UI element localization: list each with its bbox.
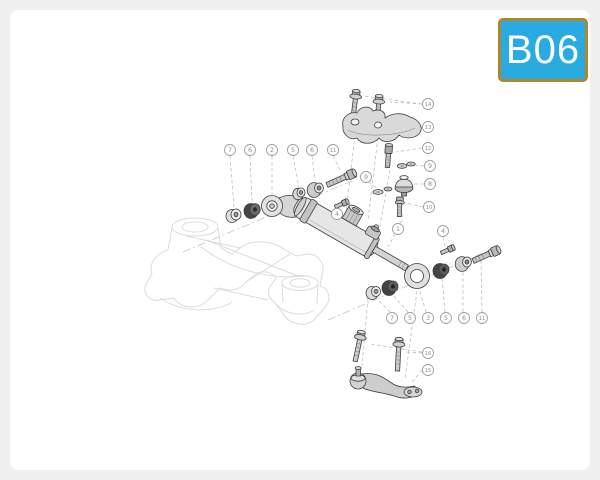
callout-6[interactable]: 6 [306, 144, 318, 156]
callout-10[interactable]: 10 [423, 201, 435, 213]
svg-text:6: 6 [462, 314, 466, 322]
callout-11[interactable]: 11 [327, 144, 339, 156]
svg-text:6: 6 [310, 146, 314, 154]
callout-6[interactable]: 6 [458, 312, 470, 324]
callout-5[interactable]: 5 [404, 312, 416, 324]
part-shaft-eye-3 [404, 263, 430, 289]
part-bolt-4-right [439, 244, 456, 256]
diagram-card [10, 10, 590, 470]
part-washer-7-left [225, 208, 242, 223]
svg-text:10: 10 [426, 205, 433, 211]
svg-text:15: 15 [425, 368, 432, 374]
svg-text:8: 8 [428, 180, 432, 188]
svg-text:16: 16 [425, 351, 432, 357]
part-bushing-5-right [432, 263, 450, 279]
svg-text:4: 4 [335, 210, 339, 218]
subframe-wireframe [144, 217, 330, 325]
part-damper-eye-2 [261, 195, 304, 218]
part-bushing-6-left [243, 203, 261, 219]
part-washers-9-left [372, 186, 393, 195]
callout-7[interactable]: 7 [386, 312, 398, 324]
part-bolt-12 [384, 142, 393, 168]
part-washer-5-left [292, 187, 306, 201]
part-washers-9-right [396, 161, 416, 169]
part-bolt-10 [394, 196, 405, 217]
part-bolt-11-left [325, 168, 358, 188]
callout-7[interactable]: 7 [224, 144, 236, 156]
part-bushing-5-bottom [381, 280, 399, 296]
callout-6[interactable]: 6 [244, 144, 256, 156]
part-pitman-arm-15 [349, 366, 423, 399]
page-code-label: B06 [505, 28, 581, 72]
svg-text:5: 5 [408, 314, 412, 322]
callout-5[interactable]: 5 [287, 144, 299, 156]
page-code-badge: B06 [498, 18, 588, 82]
svg-text:14: 14 [425, 102, 432, 108]
part-bolt-16b [392, 336, 406, 372]
part-bushing-6-right [454, 256, 472, 272]
callout-2[interactable]: 2 [266, 144, 278, 156]
callout-9[interactable]: 9 [360, 171, 372, 183]
part-bolt-4-left [333, 198, 350, 210]
callout-8[interactable]: 8 [424, 178, 436, 190]
svg-text:4: 4 [441, 227, 445, 235]
part-washer-7-bottom [365, 286, 381, 300]
part-ball-joint-8 [394, 175, 414, 197]
svg-text:7: 7 [390, 314, 394, 322]
callout-9[interactable]: 9 [424, 160, 436, 172]
callout-5[interactable]: 5 [440, 312, 452, 324]
part-clamp-bracket-13 [342, 106, 422, 144]
svg-text:7: 7 [228, 146, 232, 154]
svg-text:9: 9 [428, 162, 432, 170]
callout-13[interactable]: 13 [422, 121, 434, 133]
callout-4[interactable]: 4 [437, 225, 449, 237]
svg-text:9: 9 [364, 173, 368, 181]
svg-text:3: 3 [426, 314, 430, 322]
part-damper-body-1 [293, 196, 409, 272]
callout-11[interactable]: 11 [476, 312, 488, 324]
part-bolt-16a [352, 329, 367, 363]
svg-text:1: 1 [396, 225, 400, 233]
callout-16[interactable]: 16 [422, 347, 434, 359]
part-bolt-11-right [471, 245, 502, 264]
callout-14[interactable]: 14 [422, 98, 434, 110]
svg-text:13: 13 [425, 125, 432, 131]
svg-text:2: 2 [270, 146, 274, 154]
callout-15[interactable]: 15 [422, 364, 434, 376]
part-bushing-6b-left [306, 182, 324, 198]
callout-3[interactable]: 3 [422, 312, 434, 324]
callout-12[interactable]: 12 [422, 142, 434, 154]
svg-text:6: 6 [248, 146, 252, 154]
svg-text:5: 5 [291, 146, 295, 154]
svg-text:5: 5 [444, 314, 448, 322]
callout-4[interactable]: 4 [331, 208, 343, 220]
svg-text:11: 11 [330, 148, 337, 154]
parts-layer [225, 88, 502, 399]
svg-text:11: 11 [479, 316, 486, 322]
callout-1[interactable]: 1 [392, 223, 404, 235]
svg-text:12: 12 [425, 146, 432, 152]
